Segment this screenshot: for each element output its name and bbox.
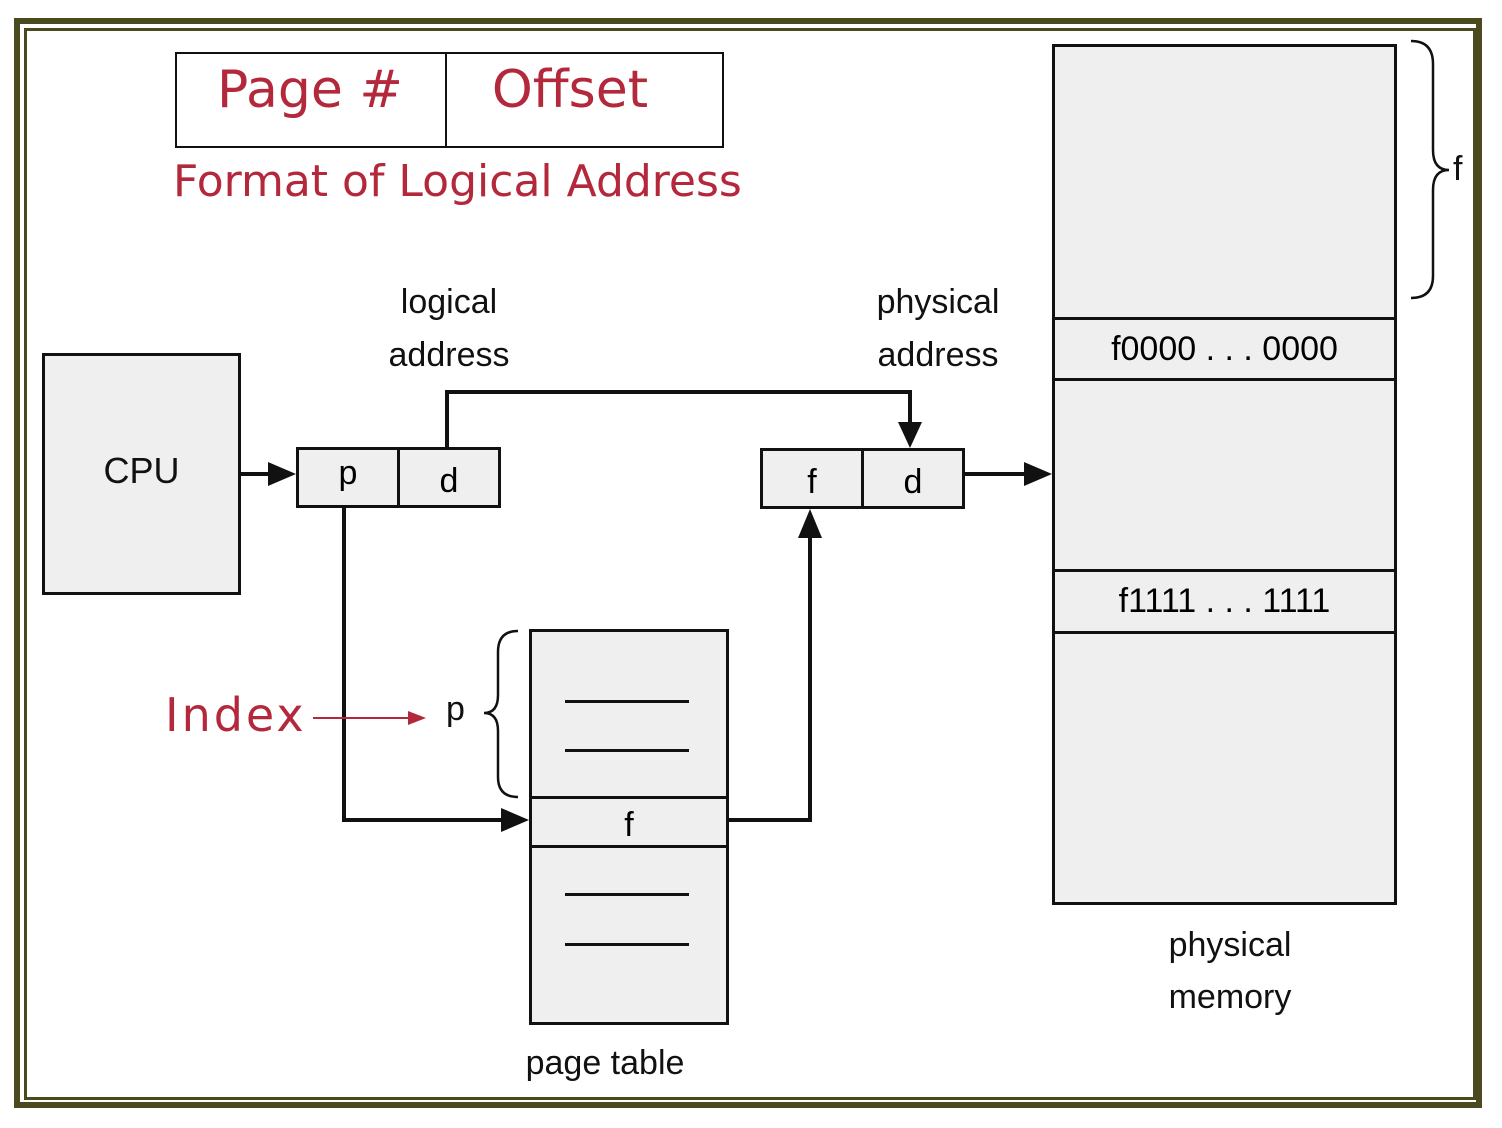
- page-table-entry-line: [565, 943, 689, 946]
- page-table-frame-entry: f: [529, 796, 729, 848]
- page-table-entry-line: [565, 700, 689, 703]
- logical-address-label-2: address: [388, 336, 510, 374]
- logical-address-label-1: logical: [400, 283, 498, 321]
- physical-offset-field: d: [861, 448, 965, 509]
- index-label: Index: [165, 688, 307, 742]
- offset-copy-arrowhead: [898, 422, 922, 448]
- page-table: [529, 629, 729, 1025]
- memory-brace: [1410, 39, 1450, 300]
- cpu-label: CPU: [103, 450, 180, 491]
- cpu-box: [42, 353, 241, 595]
- logical-address-format-box: [175, 52, 724, 148]
- physical-memory-label-2: memory: [1168, 978, 1292, 1016]
- page-number-label: Page #: [217, 60, 403, 120]
- physical-frame-field: f: [760, 448, 864, 509]
- physical-memory: [1052, 44, 1397, 905]
- memory-frame-f0000: f0000 . . . 0000: [1052, 317, 1397, 381]
- physical-address-label-1: physical: [876, 283, 1000, 321]
- frame-number-arrow: [729, 536, 812, 822]
- physical-address-label-2: address: [877, 336, 999, 374]
- page-table-brace-label: p: [446, 690, 465, 728]
- outer-frame: [14, 18, 1482, 1108]
- page-table-entry-line: [565, 893, 689, 896]
- offset-label: Offset: [491, 60, 649, 120]
- index-arrowhead: [408, 711, 426, 725]
- page-table-entry-line: [565, 749, 689, 752]
- format-divider: [445, 52, 447, 148]
- page-table-label: page table: [525, 1044, 685, 1082]
- physical-to-memory-arrowhead: [1024, 462, 1052, 486]
- memory-frame-f1111: f1111 . . . 1111: [1052, 569, 1397, 634]
- page-index-arrow: [342, 508, 503, 822]
- cpu-to-logical-arrowhead: [268, 462, 296, 486]
- physical-memory-label-1: physical: [1168, 926, 1292, 964]
- memory-brace-label: f: [1453, 150, 1463, 188]
- offset-copy-arrow: [445, 390, 912, 447]
- page-table-brace: [483, 629, 519, 799]
- inner-frame: [24, 28, 1476, 1100]
- frame-number-arrowhead: [798, 509, 822, 538]
- format-caption: Format of Logical Address: [173, 156, 742, 207]
- page-index-arrowhead: [501, 808, 529, 832]
- logical-offset-field: d: [397, 447, 501, 508]
